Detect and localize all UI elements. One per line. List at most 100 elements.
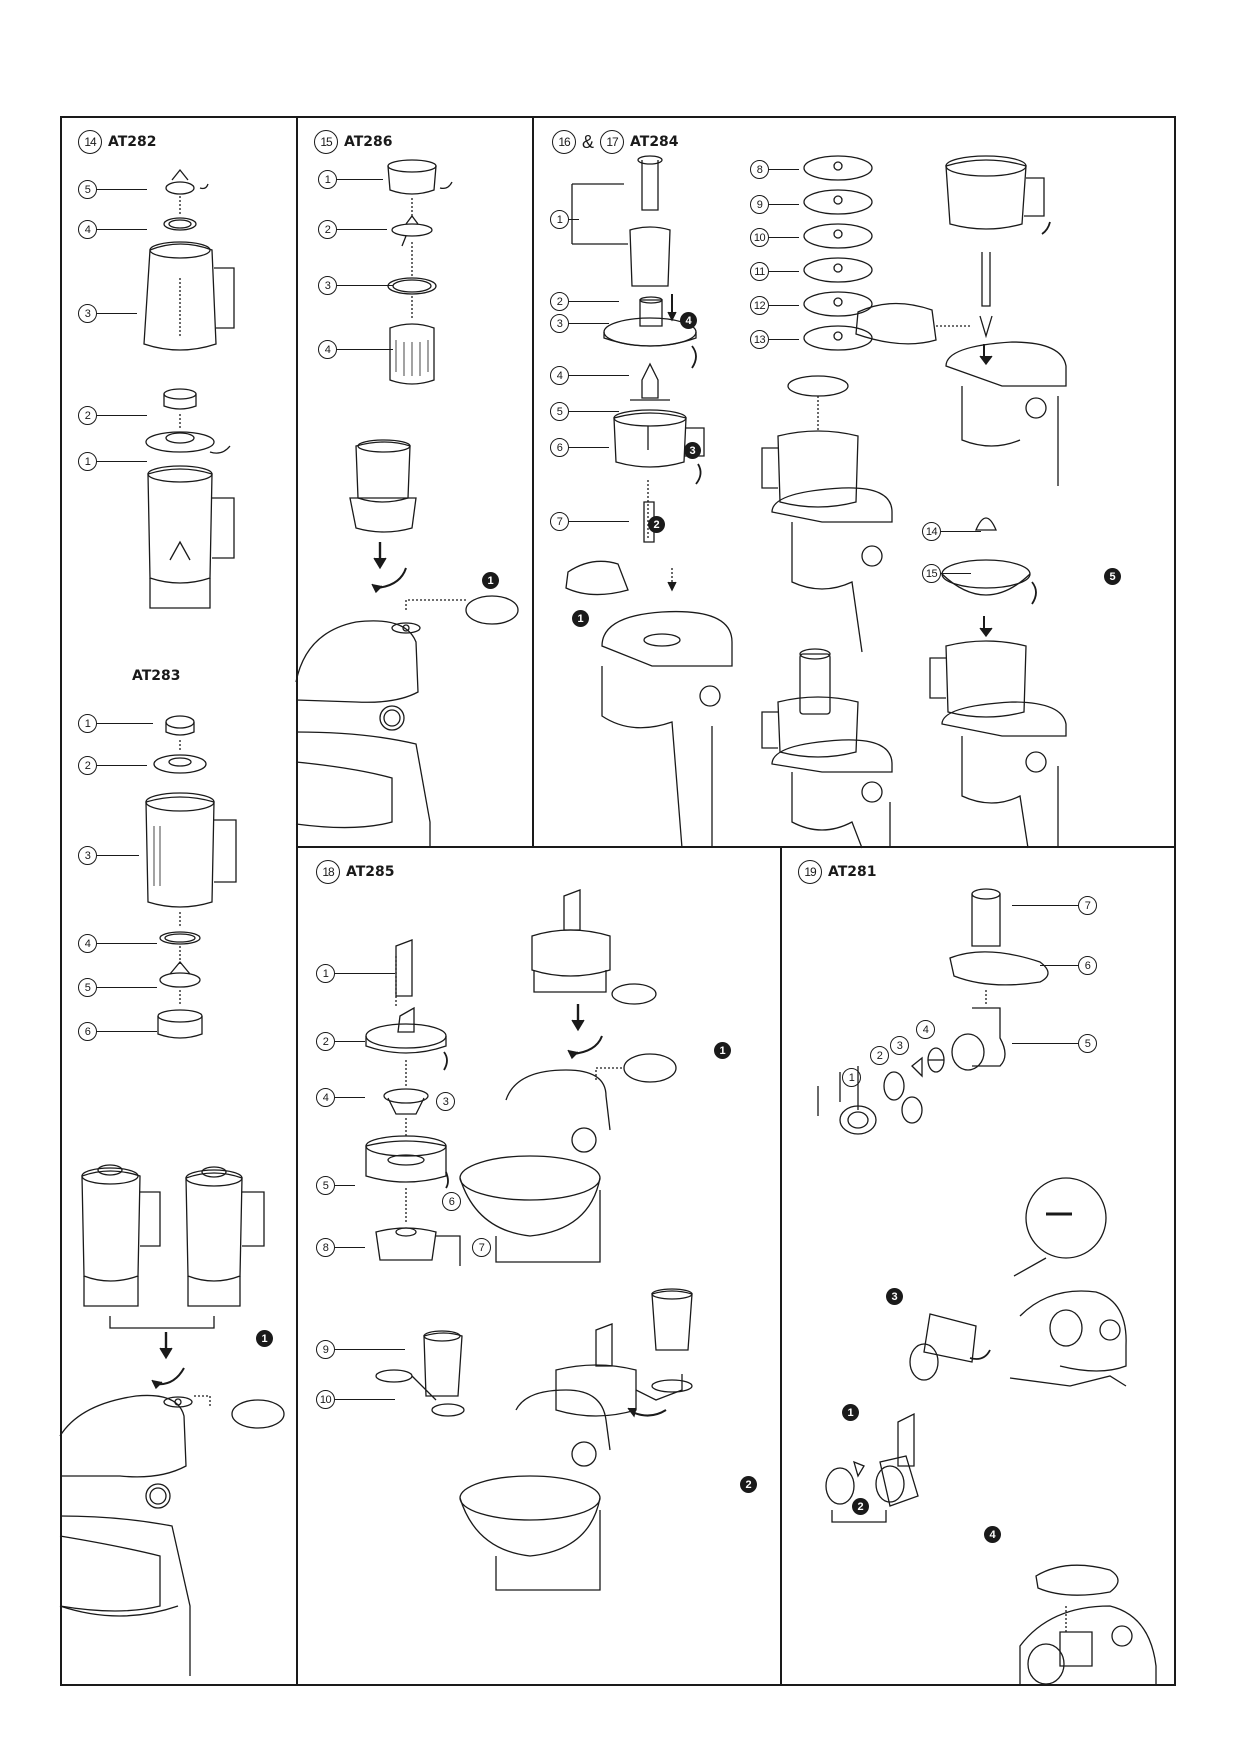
callout-13: 13: [750, 330, 799, 349]
callout-1: 1: [316, 964, 395, 983]
model-name: AT285: [346, 864, 395, 880]
panel-title: 15 AT286: [314, 130, 393, 154]
panel-number: 19: [798, 860, 822, 884]
panel-title: 16 & 17 AT284: [552, 130, 679, 154]
callout-12: 12: [750, 296, 799, 315]
panel-title: 14 AT282: [78, 130, 157, 154]
panel-title: 18 AT285: [316, 860, 395, 884]
callout-6: 6: [550, 438, 609, 457]
step-badge-3: 3: [886, 1288, 903, 1305]
callout-4: 4: [78, 220, 147, 239]
step-badge-5: 5: [1104, 568, 1121, 585]
callout-2: 2: [550, 292, 619, 311]
callout-10: 10: [750, 228, 799, 247]
step-badge-1: 1: [482, 572, 499, 589]
callout-1: 1: [78, 714, 153, 733]
callout-2: 2: [78, 406, 147, 425]
callout-3: 3: [550, 314, 609, 333]
ampersand: &: [582, 131, 595, 152]
step-badge-2: 2: [852, 1498, 869, 1515]
mill-at286-exploded-drawing: [356, 150, 526, 390]
panel-at286: 15 AT286 1 2 3 4 1: [296, 116, 532, 848]
panel-number: 18: [316, 860, 340, 884]
panel-at284: 16 & 17 AT284 1 2 3 4 5 6 7 4 3 2 1 8 9 …: [532, 116, 1176, 848]
callout-14: 14: [922, 522, 981, 541]
callout-7: 7: [1012, 896, 1097, 915]
callout-1: 1: [318, 170, 383, 189]
step-badge-1: 1: [714, 1042, 731, 1059]
juicer-mounting-drawing: [456, 890, 780, 1686]
disc-processor-drawing: [752, 372, 902, 848]
callout-5: 5: [78, 978, 157, 997]
panel-at282: 14 AT282 5 4 3 2 1 AT283 1 2 3 4 5 6: [60, 116, 296, 1686]
callout-2: 2: [316, 1032, 365, 1051]
step-badge-2: 2: [740, 1476, 757, 1493]
callout-7: 7: [550, 512, 629, 531]
panel-at285: 18 AT285 1 2 4 5 8 9 10 3 6 7: [296, 846, 780, 1686]
callout-4: 4: [316, 1088, 365, 1107]
callout-8: 8: [750, 160, 799, 179]
callout-5: 5: [550, 402, 619, 421]
discs-drawing: [798, 152, 878, 362]
callout-7: 7: [472, 1238, 491, 1257]
page-frame: [60, 116, 1176, 1686]
juicer-exploded-drawing: [336, 936, 496, 1456]
step-badge-4: 4: [680, 312, 697, 329]
food-processor-mounting-drawing: [562, 556, 742, 848]
model-name: AT284: [630, 134, 679, 150]
model-name: AT281: [828, 864, 877, 880]
callout-3: 3: [78, 846, 139, 865]
model-name: AT282: [108, 134, 157, 150]
step-badge-1: 1: [256, 1330, 273, 1347]
callout-4: 4: [916, 1020, 935, 1039]
divider-15-16: [532, 116, 534, 848]
panel-number-2: 17: [600, 130, 625, 154]
callout-8: 8: [316, 1238, 365, 1257]
callout-6: 6: [1040, 956, 1097, 975]
mincer-mounting-drawing: [810, 1166, 1176, 1686]
callout-3: 3: [436, 1092, 455, 1111]
step-badge-2: 2: [648, 516, 665, 533]
food-processor-exploded-drawing: [568, 150, 738, 570]
callout-1: 1: [550, 210, 579, 229]
callout-9: 9: [316, 1340, 405, 1359]
callout-3: 3: [318, 276, 393, 295]
citrus-press-drawing: [902, 146, 1176, 848]
callout-6: 6: [442, 1192, 461, 1211]
mill-mounting-drawing: [296, 432, 532, 848]
panel-at281: 19 AT281 7 6 5 1 2 3 4 3 1 2 4: [780, 846, 1176, 1686]
divider-18-19: [780, 846, 782, 1686]
panel-number: 15: [314, 130, 338, 154]
callout-2: 2: [78, 756, 147, 775]
blender-at282-exploded-drawing: [120, 168, 290, 658]
callout-3: 3: [78, 304, 137, 323]
mincer-exploded-drawing: [820, 886, 1070, 1176]
callout-4: 4: [550, 366, 629, 385]
step-badge-4: 4: [984, 1526, 1001, 1543]
callout-4: 4: [318, 340, 393, 359]
callout-2: 2: [870, 1046, 889, 1065]
callout-6: 6: [78, 1022, 157, 1041]
callout-2: 2: [318, 220, 387, 239]
blenders-mounting-drawing: [60, 1136, 296, 1676]
callout-3: 3: [890, 1036, 909, 1055]
callout-4: 4: [78, 934, 157, 953]
divider-14-15: [296, 116, 298, 1686]
blender-at283-exploded-drawing: [120, 706, 290, 1066]
callout-9: 9: [750, 195, 799, 214]
panel-number: 16: [552, 130, 576, 154]
panel-title: 19 AT281: [798, 860, 877, 884]
model-name: AT286: [344, 134, 393, 150]
panel-number: 14: [78, 130, 102, 154]
callout-1: 1: [78, 452, 147, 471]
callout-5: 5: [78, 180, 147, 199]
callout-11: 11: [750, 262, 799, 281]
sub-model-name: AT283: [132, 668, 181, 684]
step-badge-1: 1: [572, 610, 589, 627]
callout-15: 15: [922, 564, 971, 583]
callout-1: 1: [842, 1068, 861, 1087]
callout-5: 5: [1012, 1034, 1097, 1053]
step-badge-3: 3: [684, 442, 701, 459]
divider-top-bottom: [296, 846, 1176, 848]
callout-5: 5: [316, 1176, 355, 1195]
